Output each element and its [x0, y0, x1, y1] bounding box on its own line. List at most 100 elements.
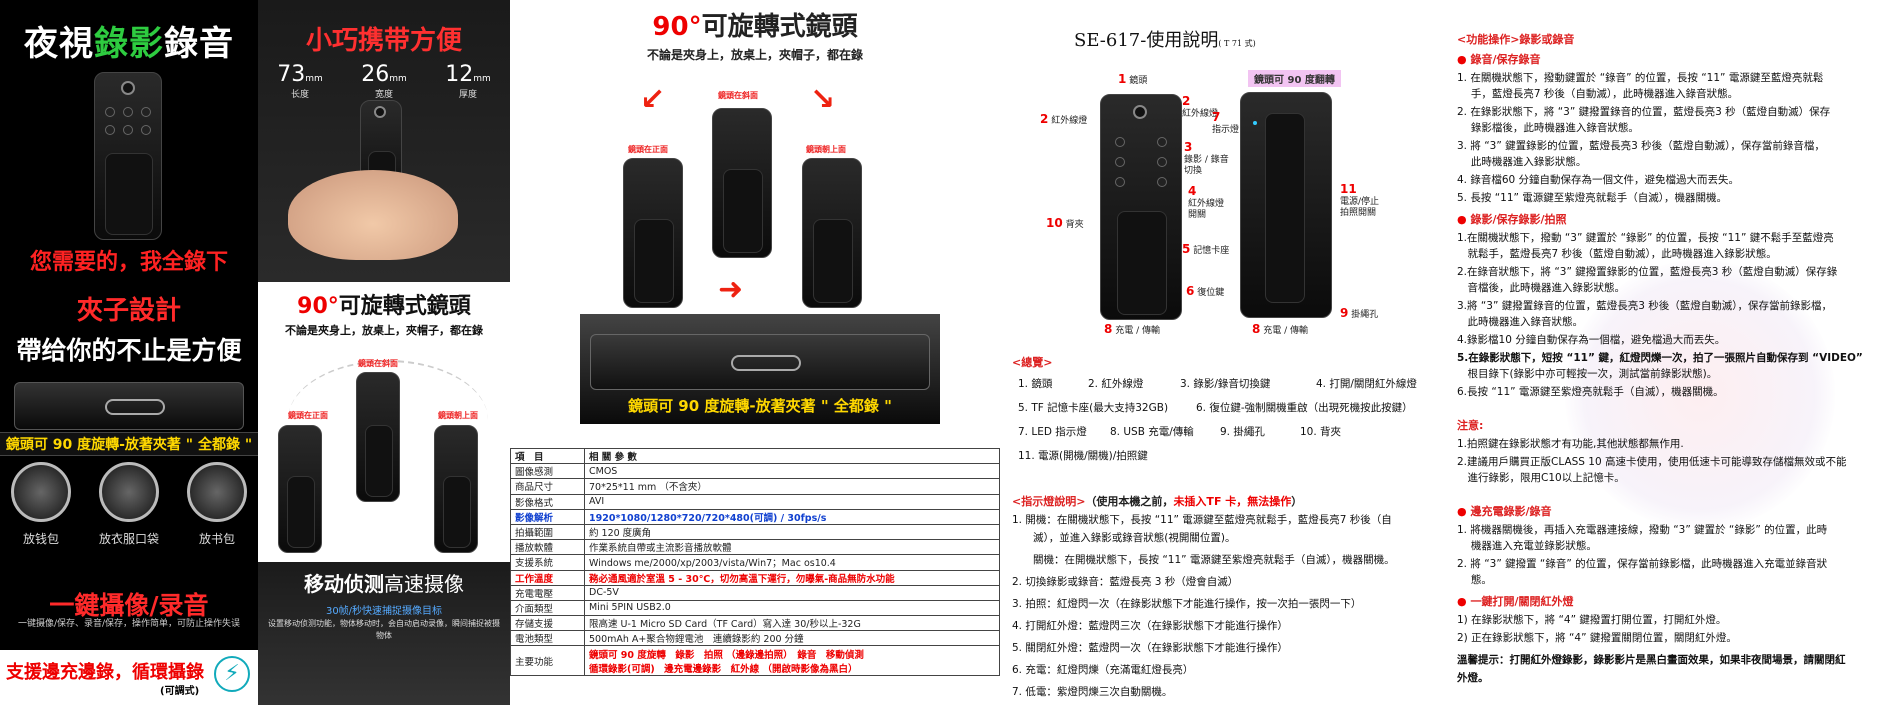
rotate-arc: [288, 360, 488, 480]
label-front: 鏡頭在正面: [288, 411, 328, 420]
list-item: 3.將 “3” 鍵撥置錄音的位置，藍燈長亮3 秒後（藍燈自動滅），保存當前錄影檔…: [1457, 300, 1833, 312]
section-record-audio: ● 錄音/保存錄音: [1457, 53, 1541, 66]
wallet-image: [11, 462, 71, 522]
device-front-image: [1100, 94, 1182, 320]
rotate-banner: 鏡頭可 90 度旋轉-放著夾著 " 全都錄 ": [0, 432, 258, 456]
rotate-title: 90°可旋轉式鏡頭: [297, 294, 471, 319]
charge-bar: 支援邊充邊錄，循環攝錄 (可調式) ⚡: [0, 650, 258, 705]
section-charge-record: ● 邊充電錄影/錄音: [1457, 505, 1552, 518]
charge-sub: (可調式): [160, 686, 200, 697]
manual-panel: SE-617-使用說明( T 71 式) 鏡頭可 90 度翻轉 1 鏡頭 2 紅…: [1000, 0, 1435, 705]
callout-6: 6 復位鍵: [1186, 284, 1225, 298]
indicator-line: 5. 關閉紅外燈：藍燈閃一次（在錄影狀態下才能進行操作）: [1012, 642, 1288, 654]
promo-title: 夜視錄影錄音: [24, 23, 234, 64]
list-item: 2.在錄音狀態下，將 “3” 鍵撥置錄影的位置，藍燈長亮3 秒（藍燈自動滅）保存…: [1457, 266, 1838, 278]
list-item: 音檔後，此時機器進入錄影狀態。: [1457, 282, 1625, 294]
indicator-line: 2. 切換錄影或錄音：藍燈長亮 3 秒（燈會自滅）: [1012, 576, 1239, 588]
list-item: 5.在錄影狀態下，短按 “11” 鍵，紅燈閃爍一次，拍了一張照片自動保存到 “V…: [1457, 352, 1863, 364]
rotate-subtitle: 不論是夾身上，放桌上，夾帽子，都在錄: [285, 324, 483, 337]
circle-label: 放钱包: [22, 532, 59, 546]
callout-8-left: 8 充電 / 傳輸: [1104, 322, 1160, 336]
list-item: 根目錄下(錄影中亦可輕按一次，測試當前錄影狀態)。: [1457, 368, 1718, 380]
clip-subtitle: 帶给你的不止是方便: [16, 336, 242, 365]
legend-row: 5. TF 記憶卡座(最大支持32GB)6. 復位鍵-強制關機重啟（出現死機按此…: [1018, 402, 1413, 414]
device-side-image: [1240, 92, 1332, 318]
indicator-line: 7. 低電：紫燈閃爍三次自動關機。: [1012, 686, 1173, 698]
hand-image: [288, 170, 458, 260]
motion-sub2: 设置移动侦测功能，物体移动时，会自动启动录像，瞬间捕捉被摄物体: [268, 619, 500, 640]
indicator-line: 關機：在開機狀態下，長按 “11” 電源鍵至紫燈亮就鬆手（自滅），機器關機。: [1012, 554, 1395, 566]
camera-top: [434, 425, 478, 553]
table-row: 存儲支援限高速 U-1 Micro SD Card（TF Card）寫入達 30…: [510, 615, 1000, 632]
list-item: 此時機器進入錄音狀態。: [1457, 316, 1583, 328]
camera-top: [802, 158, 862, 308]
tip-line: 外燈。: [1457, 672, 1489, 684]
label-front: 鏡頭在正面: [628, 145, 668, 154]
section-record-video: ● 錄影/保存錄影/拍照: [1457, 213, 1567, 226]
camera-slant: [356, 372, 400, 502]
list-item: 4.錄影檔10 分鐘自動保存為一個檔，避免檔過大而丟失。: [1457, 334, 1726, 346]
callout-8-right: 8 充電 / 傳輸: [1252, 322, 1308, 336]
rotate-photo: 鏡頭可 90 度旋轉-放著夾著 " 全都錄 ": [580, 314, 940, 424]
indicator-line: 3. 拍照：紅燈閃一次（在錄影狀態下才能進行操作，按一次拍一張閃一下）: [1012, 598, 1362, 610]
callout-1: 1 鏡頭: [1118, 72, 1148, 86]
one-key-subtitle: 一键摄像/保存、录音/保存，操作简单，可防止操作失误: [17, 619, 241, 629]
callout-9: 9 掛繩孔: [1340, 306, 1379, 320]
bag-image: [187, 462, 247, 522]
manual-title: SE-617-使用說明( T 71 式): [1074, 30, 1256, 51]
circle-label: 放书包: [198, 532, 235, 546]
device-side-image: [14, 382, 244, 430]
arrow-forward-icon: ➜: [718, 272, 744, 307]
list-item: 2) 正在錄影狀態下，將 “4” 鍵撥置關閉位置，關閉紅外燈。: [1457, 632, 1737, 644]
indicator-line: 滅），並進入錄影或錄音狀態(視開關位置)。: [1012, 532, 1236, 544]
usage-circles: 放钱包 放衣服口袋 放书包: [0, 462, 258, 562]
label-top: 鏡頭朝上面: [438, 411, 478, 420]
legend-row: 11. 電源(開機/關機)/拍照鍵: [1018, 450, 1148, 462]
list-item: 機器進入充電並錄影狀態。: [1457, 540, 1597, 552]
list-item: 1) 在錄影狀態下，將 “4” 鍵撥置打開位置，打開紅外燈。: [1457, 614, 1727, 626]
pocket-image: [99, 462, 159, 522]
circle-label: 放衣服口袋: [98, 532, 159, 546]
callout-2-left: 2 紅外線燈: [1040, 112, 1088, 126]
motion-title: 移动侦测高速摄像: [304, 572, 464, 596]
slogan: 您需要的，我全錄下: [29, 250, 228, 275]
list-item: 1. 在關機狀態下，撥動鍵置於 “錄音” 的位置，長按 “11” 電源鍵至藍燈亮…: [1457, 72, 1824, 84]
list-item: 1. 將機器關機後，再插入充電器連接線，撥動 “3” 鍵置於 “錄影” 的位置，…: [1457, 524, 1828, 536]
list-item: 4. 錄音檔60 分鐘自動保存為一個文件，避免檔過大而丟失。: [1457, 174, 1740, 186]
motion-sub1: 30帧/秒快速捕捉摄像目标: [325, 606, 443, 617]
list-item: 1.拍照鍵在錄影狀態才有功能,其他狀態都無作用.: [1457, 438, 1684, 450]
list-item: 5. 長按 “11” 電源鍵至紫燈亮就鬆手（自滅），機器關機。: [1457, 192, 1728, 204]
camera-slant: [712, 108, 772, 258]
label-slant: 鏡頭在斜面: [358, 359, 398, 368]
section-ir: ● 一鍵打開/關閉紅外燈: [1457, 595, 1574, 608]
indicator-line: 4. 打開紅外燈：藍燈閃三次（在錄影狀態下才能進行操作）: [1012, 620, 1288, 632]
clip-title: 夾子設計: [76, 296, 181, 326]
arrow-right-icon: ↘: [810, 82, 836, 117]
callout-10: 10 背夾: [1046, 216, 1084, 230]
indicator-title: <指示燈說明>（使用本機之前，未插入TF 卡，無法操作）: [1012, 495, 1303, 508]
table-row: 播放軟體作業系統自帶或主流影音播放軟體: [510, 539, 1000, 556]
function-title: <功能操作>錄影或錄音: [1457, 33, 1575, 46]
list-item: 2. 將 “3” 鍵撥置 “錄音” 的位置，保存當前錄影檔，此時機器進入充電並錄…: [1457, 558, 1828, 570]
watermark-logo: [1565, 260, 1835, 530]
rotate-caption: 鏡頭可 90 度旋轉-放著夾著 " 全都錄 ": [628, 397, 892, 415]
